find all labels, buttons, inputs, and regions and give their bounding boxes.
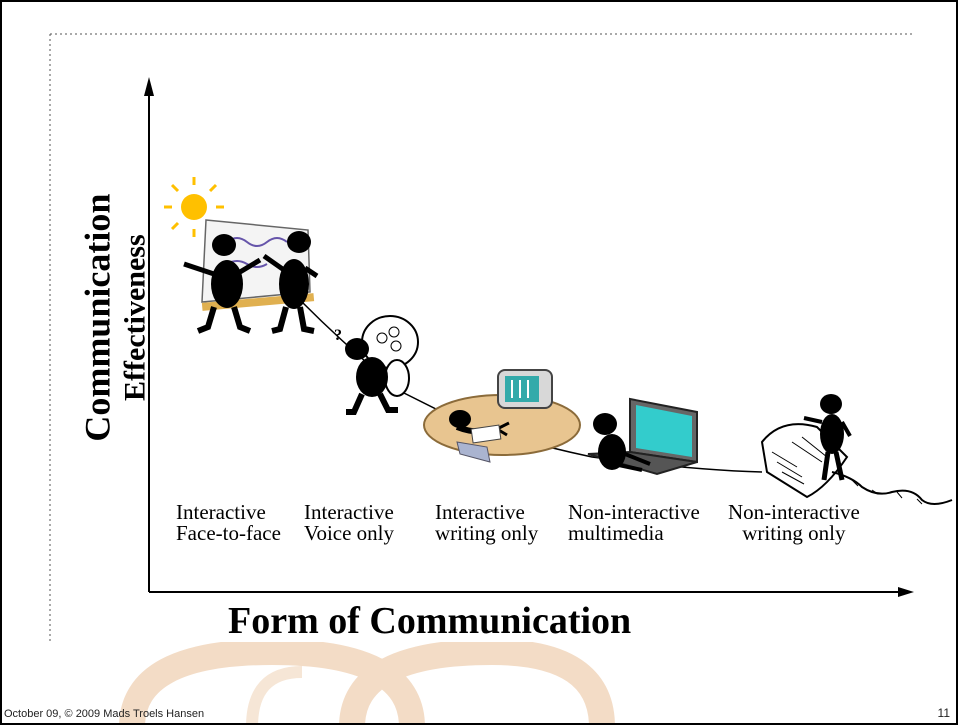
multimedia-illustration: [587, 397, 698, 476]
svg-text:?: ?: [334, 327, 342, 344]
category-label-line1: Non-interactive: [568, 500, 700, 524]
y-axis-title-line1: Communication: [77, 193, 118, 442]
watermark-arches: [119, 642, 615, 723]
chair-icon: [456, 441, 491, 463]
category-label-line1: Non-interactive: [728, 500, 860, 524]
category-label-line2: Voice only: [304, 521, 395, 545]
footer-copyright: October 09, © 2009 Mads Troels Hansen: [4, 708, 205, 720]
person-phone-icon: ?: [334, 327, 398, 415]
non-interactive-writing-illustration: [760, 394, 953, 505]
voice-only-illustration: ?: [334, 315, 419, 415]
category-label-line2: multimedia: [568, 521, 664, 545]
category-label-line2: writing only: [742, 521, 846, 545]
category-label-line1: Interactive: [435, 500, 525, 524]
y-axis-arrow: [144, 77, 154, 96]
category-label-line1: Interactive: [176, 500, 266, 524]
person-left-icon: [183, 234, 262, 334]
person-reading-icon: [803, 394, 852, 481]
person-laptop-icon: [593, 413, 651, 472]
face-to-face-illustration: [164, 177, 319, 334]
y-axis-title: Communication Effectiveness: [77, 93, 152, 543]
category-label-line2: writing only: [435, 521, 539, 545]
category-label-face-to-face: Interactive Face-to-face: [176, 502, 281, 544]
category-label-line1: Interactive: [304, 500, 394, 524]
category-label-line2: Face-to-face: [176, 521, 281, 545]
scroll-paper-icon: [760, 423, 953, 505]
tablet-device-icon: [497, 369, 553, 409]
x-axis-arrow: [898, 587, 914, 597]
page-number: 11: [937, 706, 950, 720]
category-label-voice-only: Interactive Voice only: [304, 502, 394, 544]
y-axis-title-line2: Effectiveness: [118, 234, 152, 401]
category-label-interactive-writing: Interactive writing only: [435, 502, 538, 544]
category-label-multimedia: Non-interactive multimedia: [568, 502, 700, 544]
sun-icon: [164, 177, 224, 237]
x-axis-title: Form of Communication: [228, 600, 632, 642]
category-label-non-interactive-writing: Non-interactive writing only: [728, 502, 860, 544]
person-right-icon: [262, 231, 319, 334]
interactive-writing-illustration: [423, 369, 581, 463]
paper-icon: [470, 424, 502, 444]
